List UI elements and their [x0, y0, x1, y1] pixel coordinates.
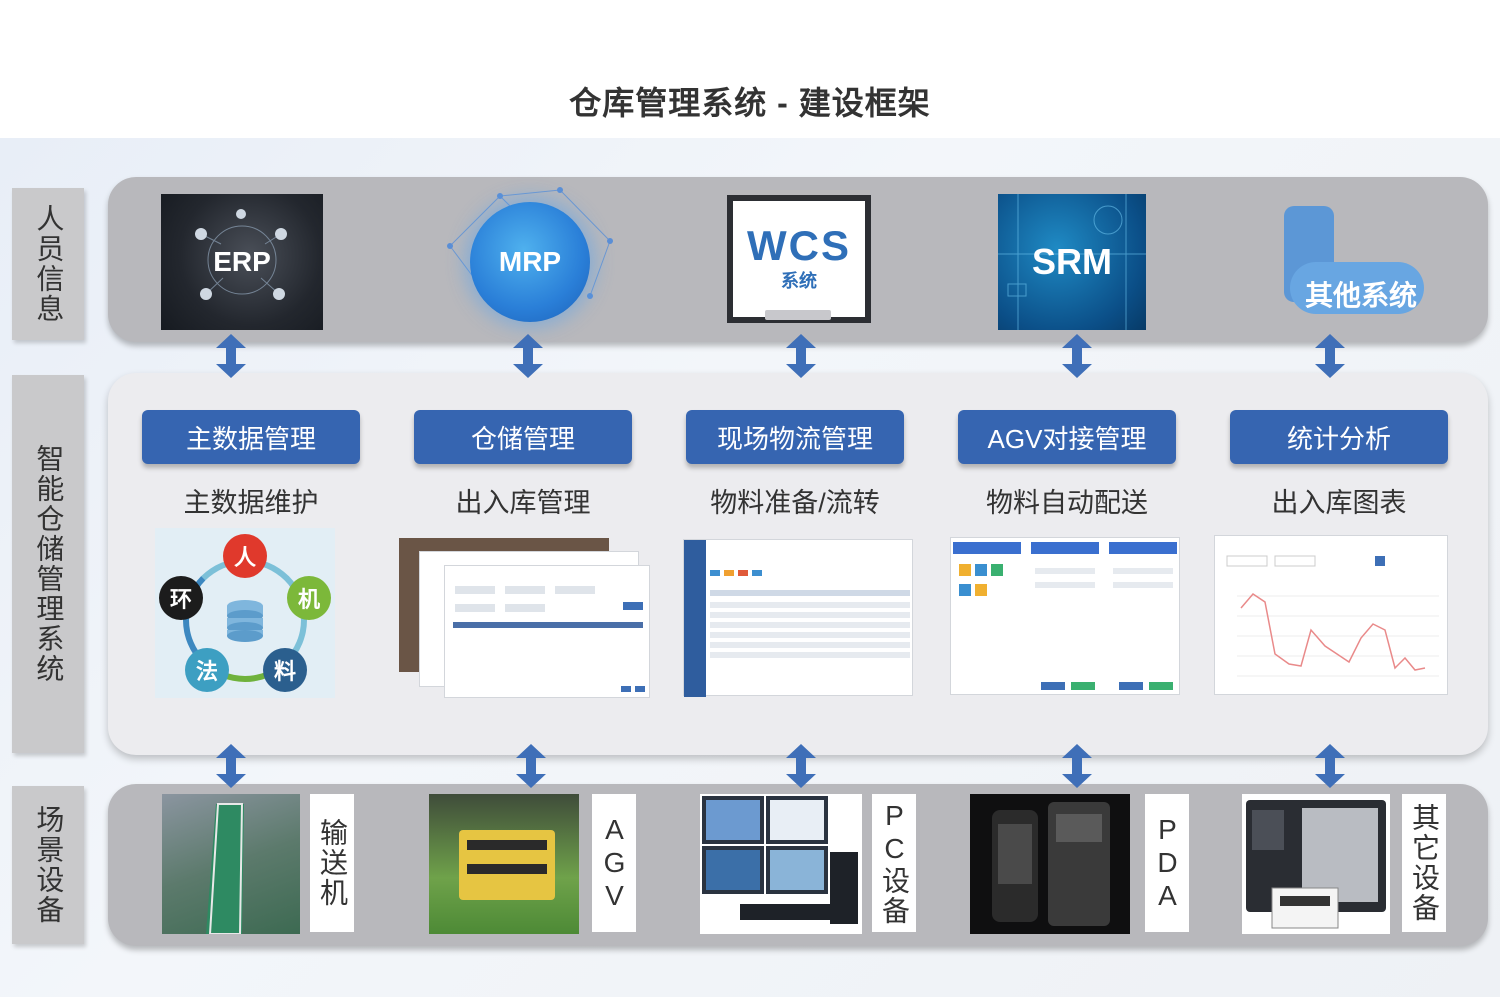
agv-vehicle-icon — [459, 830, 555, 900]
five-m-material: 料 — [263, 648, 307, 692]
bidirectional-arrow-icon — [1315, 334, 1345, 378]
equipment-tag-agv: AGV — [592, 794, 636, 932]
bidirectional-arrow-icon — [1062, 744, 1092, 788]
module-statistics: 统计分析 — [1230, 410, 1448, 464]
side-label-system-text: 智能仓储管理系统 — [33, 444, 65, 684]
erp-logo-text: ERP — [213, 246, 271, 277]
srm-logo-text: SRM — [1032, 241, 1112, 282]
side-label-personnel: 人员信息 — [12, 188, 84, 340]
database-icon — [227, 600, 263, 642]
five-m-method: 法 — [185, 648, 229, 692]
side-label-equipment: 场景设备 — [12, 786, 84, 944]
page-title: 仓库管理系统 - 建设框架 — [569, 85, 931, 121]
module-site-logistics: 现场物流管理 — [686, 410, 904, 464]
screen-front — [444, 565, 650, 698]
wcs-logo-subtext: 系统 — [781, 271, 817, 291]
srm-system-image: SRM — [998, 194, 1146, 330]
module-master-data: 主数据管理 — [142, 410, 360, 464]
conveyor-image — [162, 794, 300, 935]
other-systems-label: 其他系统 — [1304, 280, 1417, 311]
five-m-person: 人 — [223, 534, 267, 578]
equipment-tag-conveyor: 输送机 — [310, 794, 354, 932]
bidirectional-arrow-icon — [1062, 334, 1092, 378]
caption-site-logistics: 物料准备/流转 — [710, 488, 880, 518]
module-agv-interface: AGV对接管理 — [958, 410, 1176, 464]
label-printer-icon — [1246, 800, 1386, 929]
caption-warehouse: 出入库管理 — [455, 488, 591, 518]
erp-circuit-icon — [195, 209, 287, 300]
agv-image — [429, 794, 579, 934]
side-label-system: 智能仓储管理系统 — [12, 375, 84, 753]
bidirectional-arrow-icon — [786, 744, 816, 788]
mrp-logo-text: MRP — [498, 246, 562, 277]
agv-screenshot — [950, 537, 1180, 695]
printer-image — [1242, 794, 1390, 934]
wcs-system-image: WCS 系统 — [727, 195, 871, 323]
equipment-tag-pc: PC设备 — [872, 794, 916, 932]
side-label-personnel-text: 人员信息 — [33, 204, 65, 324]
bidirectional-arrow-icon — [216, 744, 246, 788]
erp-system-image: ERP — [161, 194, 323, 330]
caption-agv-interface: 物料自动配送 — [986, 488, 1148, 518]
mrp-system-image: MRP — [470, 202, 590, 322]
caption-statistics: 出入库图表 — [1271, 488, 1407, 518]
equipment-tag-pda: PDA — [1145, 794, 1189, 932]
logistics-screenshot — [683, 539, 913, 697]
monitor-stand — [765, 310, 831, 320]
pda-image — [970, 794, 1130, 934]
equipment-label-pc: PC设备 — [879, 800, 910, 926]
pda-device-icon — [992, 802, 1110, 926]
equipment-label-pda: PDA — [1152, 813, 1183, 913]
bidirectional-arrow-icon — [516, 744, 546, 788]
line-chart-thumbnail — [1226, 555, 1439, 677]
side-label-equipment-text: 场景设备 — [33, 805, 65, 925]
srm-tech-icon — [998, 194, 1146, 330]
cloud-icon — [1290, 262, 1424, 314]
five-m-environment: 环 — [159, 576, 203, 620]
bidirectional-arrow-icon — [786, 334, 816, 378]
pc-monitors-icon — [702, 796, 858, 924]
pc-image — [700, 794, 862, 934]
five-m-machine: 机 — [287, 576, 331, 620]
bidirectional-arrow-icon — [1315, 744, 1345, 788]
five-m-diagram: 人 机 料 法 环 — [155, 528, 335, 698]
bidirectional-arrow-icon — [513, 334, 543, 378]
equipment-label-conveyor: 输送机 — [317, 818, 348, 908]
wcs-logo-text: WCS — [747, 222, 851, 269]
bidirectional-arrow-icon — [216, 334, 246, 378]
module-warehouse: 仓储管理 — [414, 410, 632, 464]
equipment-label-agv: AGV — [599, 813, 630, 913]
conveyor-icon — [206, 803, 244, 935]
statistics-screenshot — [1214, 535, 1448, 695]
caption-master-data: 主数据维护 — [183, 488, 319, 518]
equipment-tag-other: 其它设备 — [1402, 794, 1446, 932]
equipment-label-other: 其它设备 — [1409, 803, 1440, 923]
